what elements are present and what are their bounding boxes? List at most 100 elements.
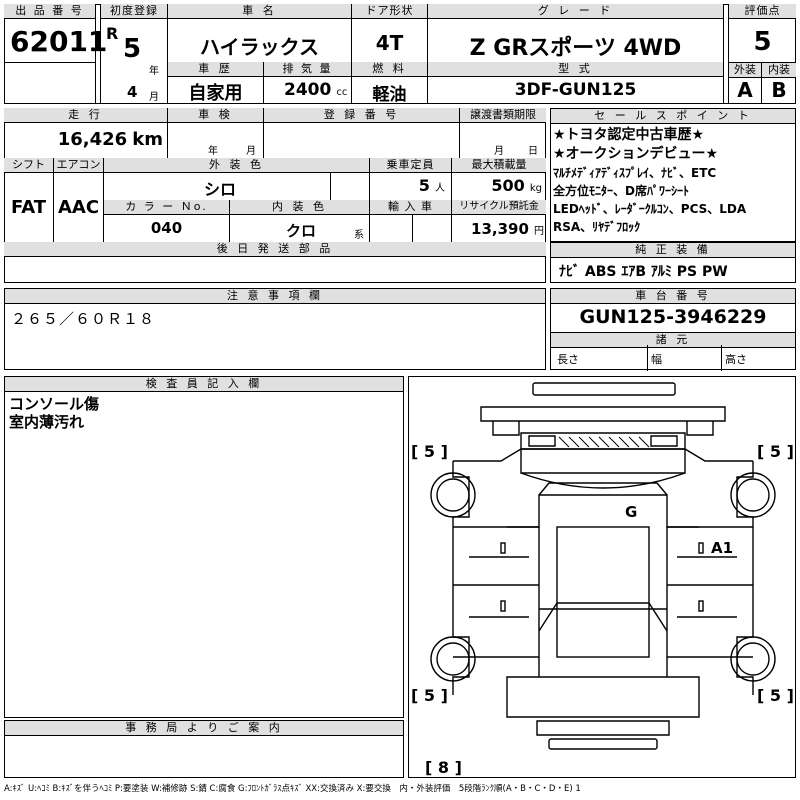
intcolor-cell: 内 装 色 クロ 系	[230, 200, 370, 242]
regno-label: 登 録 番 号	[264, 108, 459, 123]
reg-month: 4	[127, 83, 138, 101]
lot-number: 62011	[10, 25, 108, 58]
recycle-cell: リサイクル預託金 13,390 円	[452, 200, 546, 242]
chassis-label: 車 台 番 号	[551, 289, 795, 304]
inspection-label: 車 検	[168, 108, 263, 123]
color-cell: 外 装 色 シロ	[104, 158, 370, 200]
sales-line: LEDﾍｯﾄﾞ、ﾚｰﾀﾞｰｸﾙｺﾝ、PCS、LDA	[553, 202, 747, 216]
car-name-cell: 車 名 ハイラックス	[168, 4, 352, 62]
inspector-label: 検 査 員 記 入 欄	[5, 377, 403, 392]
ext-cell: 外装 A	[728, 62, 762, 104]
model: 3DF-GUN125	[514, 80, 637, 100]
door-cell: ドア形状 4T	[352, 4, 428, 62]
lot-lower	[4, 62, 96, 104]
car-diagram: [ 5 ] [ 5 ] [ 5 ] [ 5 ] [ 8 ] G A1	[411, 382, 794, 777]
int-cell: 内装 B	[762, 62, 796, 104]
body-right-outline	[736, 461, 754, 695]
wheel-front-left-inner	[436, 478, 470, 512]
int-label: 内装	[762, 63, 796, 78]
grade: Z GRスポーツ 4WD	[469, 36, 682, 61]
door-lines	[453, 526, 753, 658]
mileage-label: 走 行	[4, 108, 167, 123]
legend: A:ｷｽﾞ U:ﾍｺﾐ B:ｷｽﾞを伴うﾍｺﾐ P:要塗装 W:補修跡 S:錆 …	[4, 784, 581, 794]
spec-width: 幅	[651, 353, 662, 366]
reg-year-unit: 年	[149, 66, 159, 77]
wheel-front-left	[430, 472, 476, 518]
windshield-hatch	[558, 436, 650, 448]
mileage-cell: 走 行 16,426 km	[4, 108, 168, 158]
wheel-front-right-inner	[736, 478, 770, 512]
fuel: 軽油	[372, 85, 407, 105]
office-label: 事 務 局 よ り ご 案 内	[5, 721, 403, 736]
intcolor-unit: 系	[354, 230, 364, 241]
tire-fl: [ 5 ]	[411, 442, 448, 461]
tire-fr: [ 5 ]	[757, 442, 794, 461]
bed-outline	[506, 676, 700, 718]
ac: AAC	[57, 197, 100, 218]
shift: FAT	[10, 197, 47, 218]
equipment-box: 純 正 装 備 ﾅﾋﾞ ABS ｴｱB ｱﾙﾐ PS PW	[550, 242, 796, 283]
load-cell: 最大積載量 500 kg	[452, 158, 546, 200]
spare-tire: [ 8 ]	[425, 758, 462, 777]
mark-a1: A1	[711, 539, 733, 557]
import-sub-divider	[412, 215, 413, 242]
grade-cell: グ レ ー ド Z GRスポーツ 4WD	[428, 4, 724, 62]
sales-line: ﾏﾙﾁﾒﾃﾞｨｱﾃﾞｨｽﾌﾟﾚｲ、ﾅﾋﾞ、ETC	[553, 166, 717, 180]
transfer-cell: 譲渡書類期限 月 日	[460, 108, 546, 158]
colorno-cell: カ ラ ー Ｎo. 040	[104, 200, 230, 242]
door-type: 4T	[375, 31, 404, 55]
era: R	[106, 24, 119, 43]
equipment: ﾅﾋﾞ ABS ｴｱB ｱﾙﾐ PS PW	[559, 264, 728, 280]
sales-line: 全方位ﾓﾆﾀｰ、D席ﾊﾟﾜｰｼｰﾄ	[553, 184, 689, 198]
notes-label: 注 意 事 項 欄	[5, 289, 545, 304]
reg-month-unit: 月	[149, 92, 159, 103]
first-reg-cell: 初度登録 R 5 年 4 月	[100, 4, 168, 104]
import-label: 輸 入 車	[370, 200, 451, 215]
intcolor: クロ	[286, 222, 317, 240]
load: 500	[491, 176, 525, 195]
seats: 5	[418, 176, 430, 195]
spec-height: 高さ	[725, 353, 747, 366]
front-hood-outline	[480, 406, 726, 422]
body-top-outline	[453, 448, 753, 462]
transfer-month: 月	[494, 146, 504, 157]
colorno-label: カ ラ ー Ｎo.	[104, 200, 229, 215]
color-label: 外 装 色	[104, 158, 369, 173]
reg-year: 5	[123, 34, 142, 64]
score-cell: 評価点 5	[728, 4, 796, 62]
transfer-day: 日	[528, 146, 538, 157]
color: シロ	[204, 180, 237, 199]
intcolor-label: 内 装 色	[230, 200, 369, 215]
sales-line: ★トヨタ認定中古車歴★	[553, 127, 705, 143]
chassis-number: GUN125-3946229	[579, 306, 767, 328]
office-box: 事 務 局 よ り ご 案 内	[4, 720, 404, 778]
sales-line: RSA、ﾘﾔﾃﾞﾌﾛｯｸ	[553, 220, 641, 234]
fuel-label: 燃 料	[352, 62, 427, 77]
rear-cabin-outline	[538, 602, 668, 632]
front-panel-outline	[492, 421, 520, 436]
ac-cell: エアコン AAC	[54, 158, 104, 242]
car-name-label: 車 名	[168, 4, 351, 19]
insp-year-unit: 年	[208, 146, 218, 157]
mileage: 16,426	[57, 129, 128, 150]
inspection-cell: 車 検 年 月	[168, 108, 264, 158]
transfer-label: 譲渡書類期限	[460, 108, 546, 123]
hood-outline	[520, 449, 686, 474]
car-name: ハイラックス	[200, 35, 319, 59]
regno-cell: 登 録 番 号	[264, 108, 460, 158]
disp-unit: cc	[336, 87, 348, 98]
insp-month-unit: 月	[246, 146, 256, 157]
fuel-cell: 燃 料 軽油	[352, 62, 428, 105]
front-bumper-outline	[532, 382, 676, 396]
sales-line: ★オークションデビュー★	[553, 146, 719, 162]
recycle: 13,390	[471, 220, 529, 238]
notes-text: ２６５／６０Ｒ１８	[11, 310, 156, 328]
load-label: 最大積載量	[452, 158, 546, 173]
seats-label: 乗車定員	[370, 158, 451, 173]
history-cell: 車 歴 自家用	[168, 62, 264, 104]
body-left-outline	[452, 461, 470, 695]
shift-cell: シフト FAT	[4, 158, 54, 242]
history: 自家用	[188, 83, 243, 104]
notes-box: 注 意 事 項 欄 ２６５／６０Ｒ１８	[4, 288, 546, 370]
int-grade: B	[771, 78, 787, 102]
